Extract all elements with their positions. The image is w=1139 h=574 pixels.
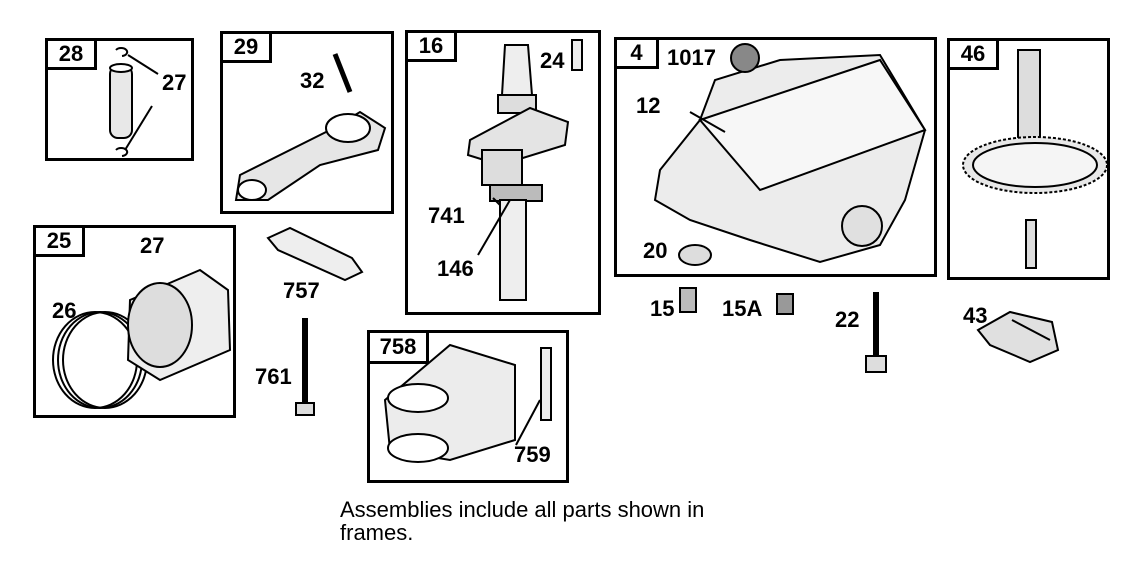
assembly-tag-4: 4: [614, 37, 659, 69]
assembly-tag-758: 758: [367, 330, 429, 364]
assembly-tag-16: 16: [405, 30, 457, 62]
camshaft-drawing: [962, 49, 1108, 269]
part-label-24: 24: [540, 48, 565, 73]
part-label-27-frame28: 27: [162, 70, 187, 95]
part-label-12: 12: [636, 93, 661, 118]
part-label-759: 759: [514, 442, 551, 467]
plug-15-drawing: [679, 287, 697, 313]
assembly-frame-758: [367, 330, 569, 483]
assembly-tag-25: 25: [33, 225, 85, 257]
assembly-frame-16: [405, 30, 601, 315]
part-label-761: 761: [255, 364, 292, 389]
crankcase-cover-drawing: [653, 43, 927, 266]
assemblies-note: Assemblies include all parts shown in fr…: [340, 497, 705, 546]
part-label-757: 757: [283, 278, 320, 303]
piston-rings-drawing: [52, 268, 232, 409]
rod-cap-drawing: [266, 226, 364, 282]
assembly-frame-28: [45, 38, 194, 161]
plug-15a-drawing: [776, 293, 794, 315]
bolt-22-drawing: [865, 292, 887, 373]
part-label-27-frame25: 27: [140, 233, 165, 258]
assembly-tag-29: 29: [220, 31, 272, 63]
part-label-20: 20: [643, 238, 668, 263]
part-label-26: 26: [52, 298, 77, 323]
assembly-frame-25: [33, 225, 236, 418]
assembly-tag-46: 46: [947, 38, 999, 70]
part-label-146: 146: [437, 256, 474, 281]
piston-pin-drawing: [109, 47, 159, 157]
counterweight-drawing: [383, 343, 552, 463]
crankshaft-drawing: [466, 39, 583, 301]
connecting-rod-drawing: [234, 53, 387, 201]
governor-drawing: [976, 310, 1060, 364]
part-label-741: 741: [428, 203, 465, 228]
part-label-15a: 15A: [722, 296, 763, 321]
assembly-frame-46: [947, 38, 1110, 280]
rod-bolt-drawing: [295, 318, 315, 416]
part-label-43: 43: [963, 303, 988, 328]
part-label-1017: 1017: [667, 45, 716, 70]
assembly-tag-28: 28: [45, 38, 97, 70]
part-label-32: 32: [300, 68, 325, 93]
assembly-frame-4: [614, 37, 937, 277]
part-label-22: 22: [835, 307, 860, 332]
part-label-15: 15: [650, 296, 675, 321]
assembly-frame-29: [220, 31, 394, 214]
